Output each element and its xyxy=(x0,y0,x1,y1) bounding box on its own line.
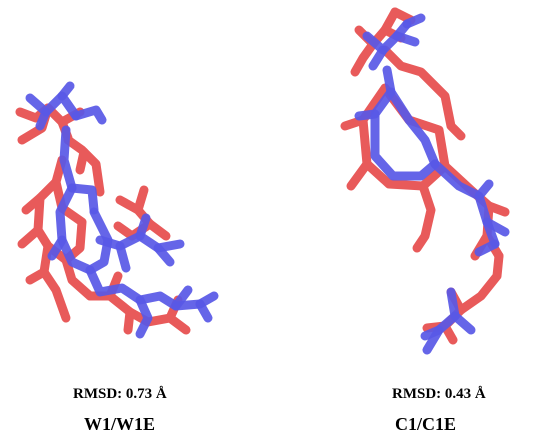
panel-c1-c1e: RMSD: 0.43 Å C1/C1E xyxy=(275,0,550,441)
rmsd-value-w1: RMSD: 0.73 Å xyxy=(73,386,167,402)
panel-w1-w1e: RMSD: 0.73 Å W1/W1E xyxy=(15,81,219,434)
molecule-overlay-w1-w1e xyxy=(15,81,219,339)
structure-label-w1: W1/W1E xyxy=(84,414,156,434)
structure-blue-c1 xyxy=(354,13,510,355)
structure-blue-w1 xyxy=(25,81,219,339)
molecule-overlay-c1-c1e xyxy=(340,7,510,355)
structure-label-c1: C1/C1E xyxy=(395,414,457,434)
rmsd-value-c1: RMSD: 0.43 Å xyxy=(392,386,486,402)
